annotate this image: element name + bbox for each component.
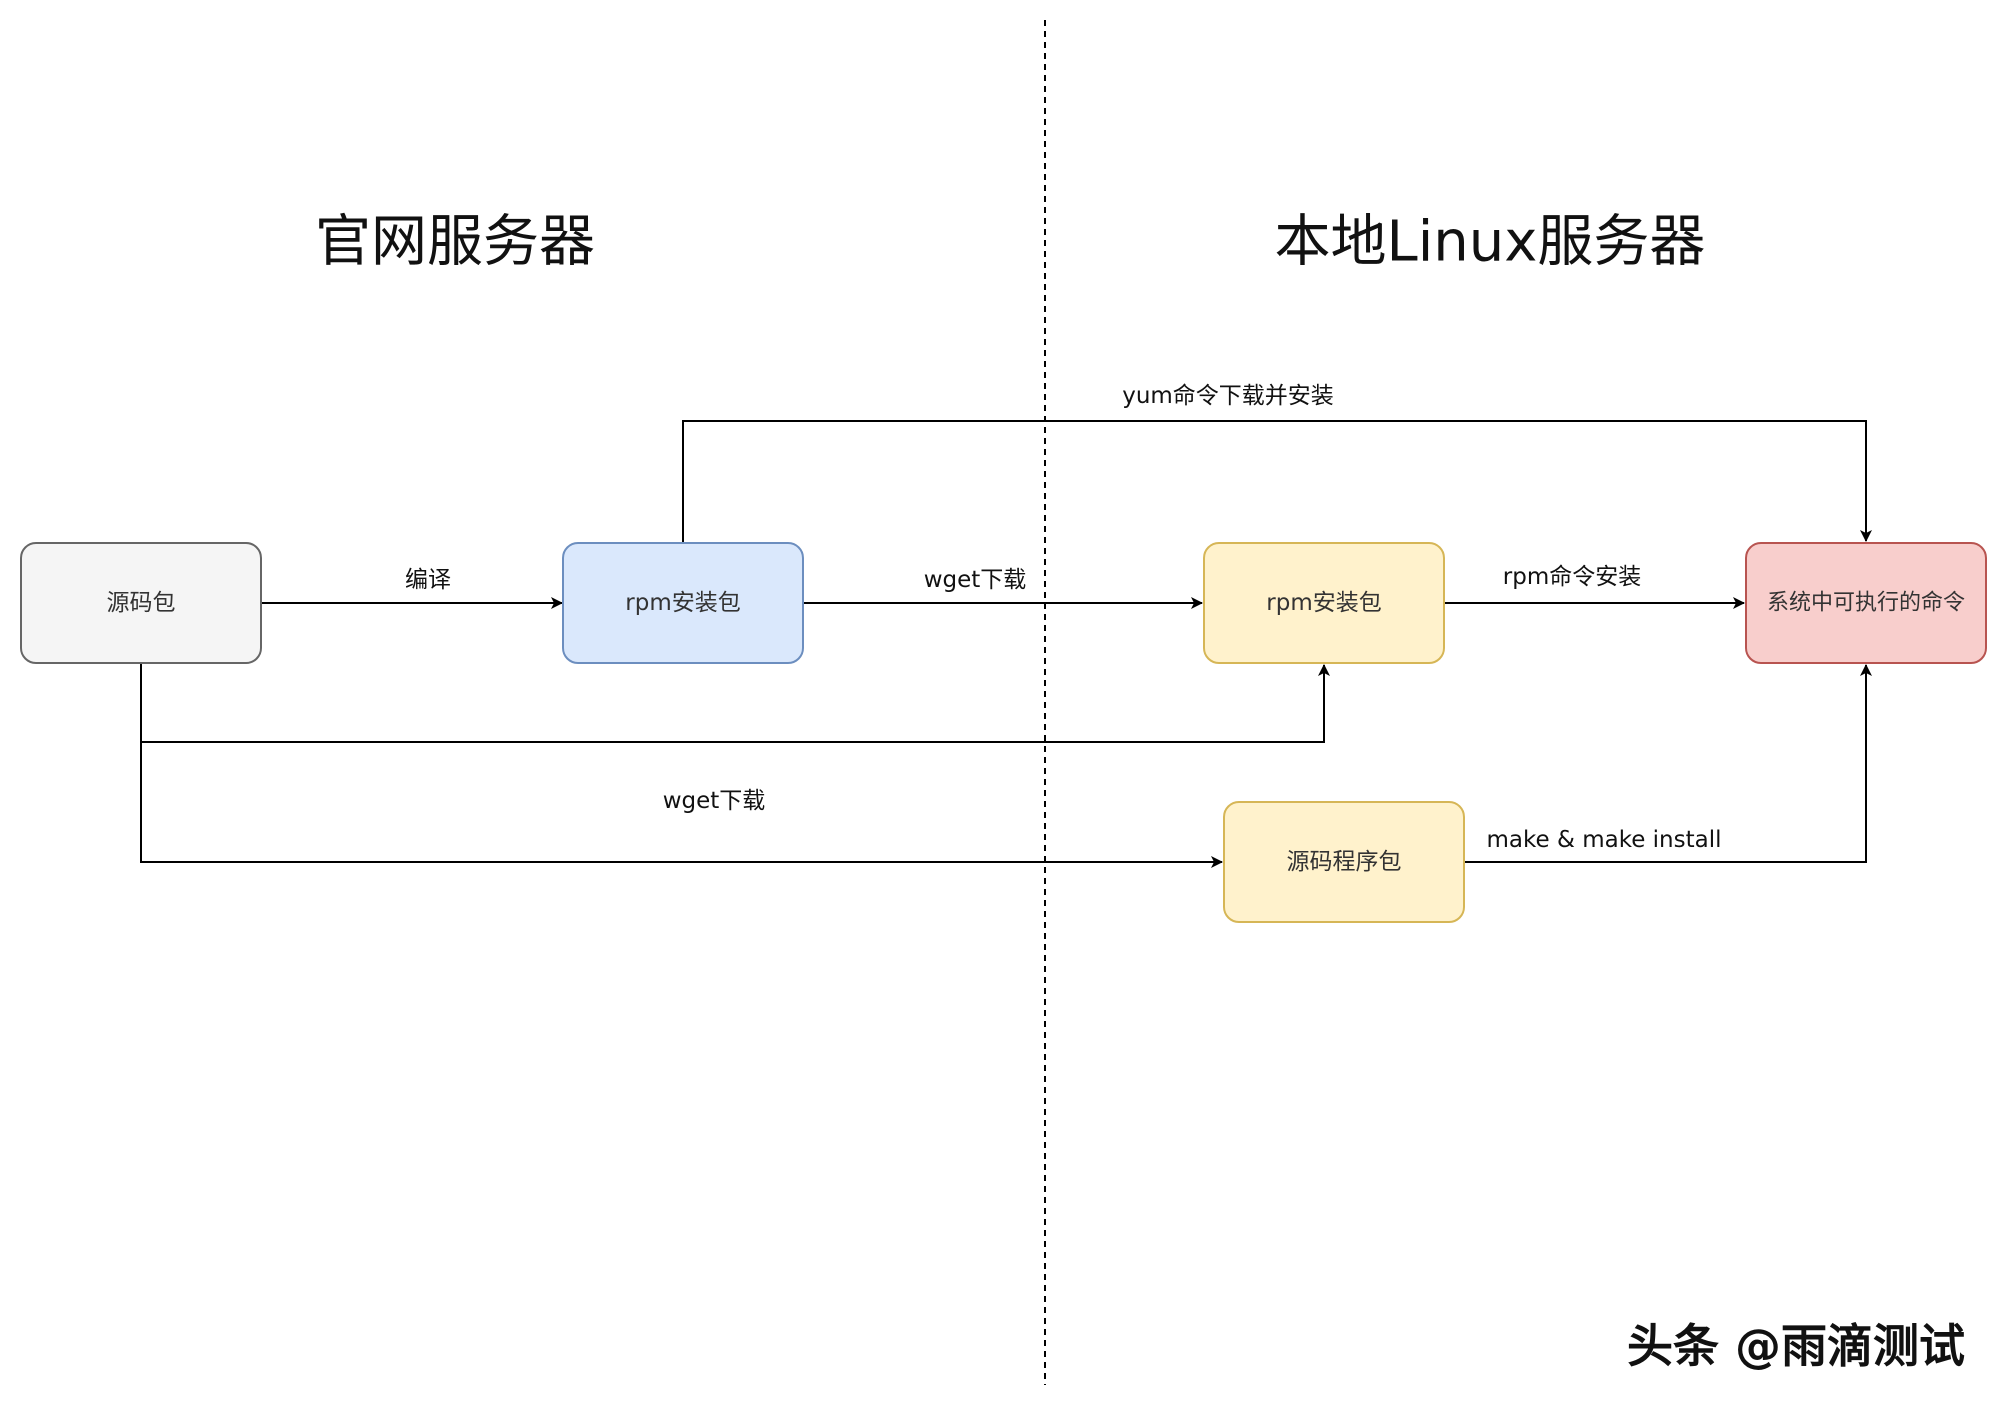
heading-local-linux-server: 本地Linux服务器 — [1275, 210, 1706, 275]
edge-source-to-local-rpm — [140, 663, 1330, 743]
node-rpm-official-label: rpm安装包 — [625, 590, 740, 616]
edge-label-yum-install: yum命令下载并安装 — [1122, 383, 1334, 409]
edge-label-compile: 编译 — [405, 567, 451, 593]
node-executable-command-label: 系统中可执行的命令 — [1767, 591, 1965, 616]
edge-label-make-install: make & make install — [1486, 827, 1721, 853]
edge-label-rpm-install: rpm命令安装 — [1503, 564, 1641, 590]
node-executable-command: 系统中可执行的命令 — [1745, 542, 1987, 664]
node-source-package-label: 源码包 — [107, 590, 176, 616]
node-rpm-official: rpm安装包 — [562, 542, 804, 664]
heading-official-server: 官网服务器 — [315, 210, 595, 275]
node-rpm-official-box — [562, 542, 804, 664]
node-source-package-box — [20, 542, 262, 664]
node-source-program: 源码程序包 — [1223, 801, 1465, 923]
node-executable-command-box — [1745, 542, 1987, 664]
edge-label-wget-rpm: wget下载 — [924, 567, 1027, 593]
edge-make-install — [1464, 664, 1872, 863]
node-rpm-local-label: rpm安装包 — [1266, 590, 1381, 616]
edge-yum-install — [682, 420, 1872, 543]
node-source-program-box — [1223, 801, 1465, 923]
edge-label-wget-source: wget下载 — [663, 788, 766, 814]
edge-wget-source — [140, 742, 1223, 868]
watermark: 头条 @雨滴测试 — [1627, 1319, 1965, 1373]
node-rpm-local-box — [1203, 542, 1445, 664]
node-source-package: 源码包 — [20, 542, 262, 664]
node-source-program-label: 源码程序包 — [1287, 849, 1402, 875]
node-rpm-local: rpm安装包 — [1203, 542, 1445, 664]
